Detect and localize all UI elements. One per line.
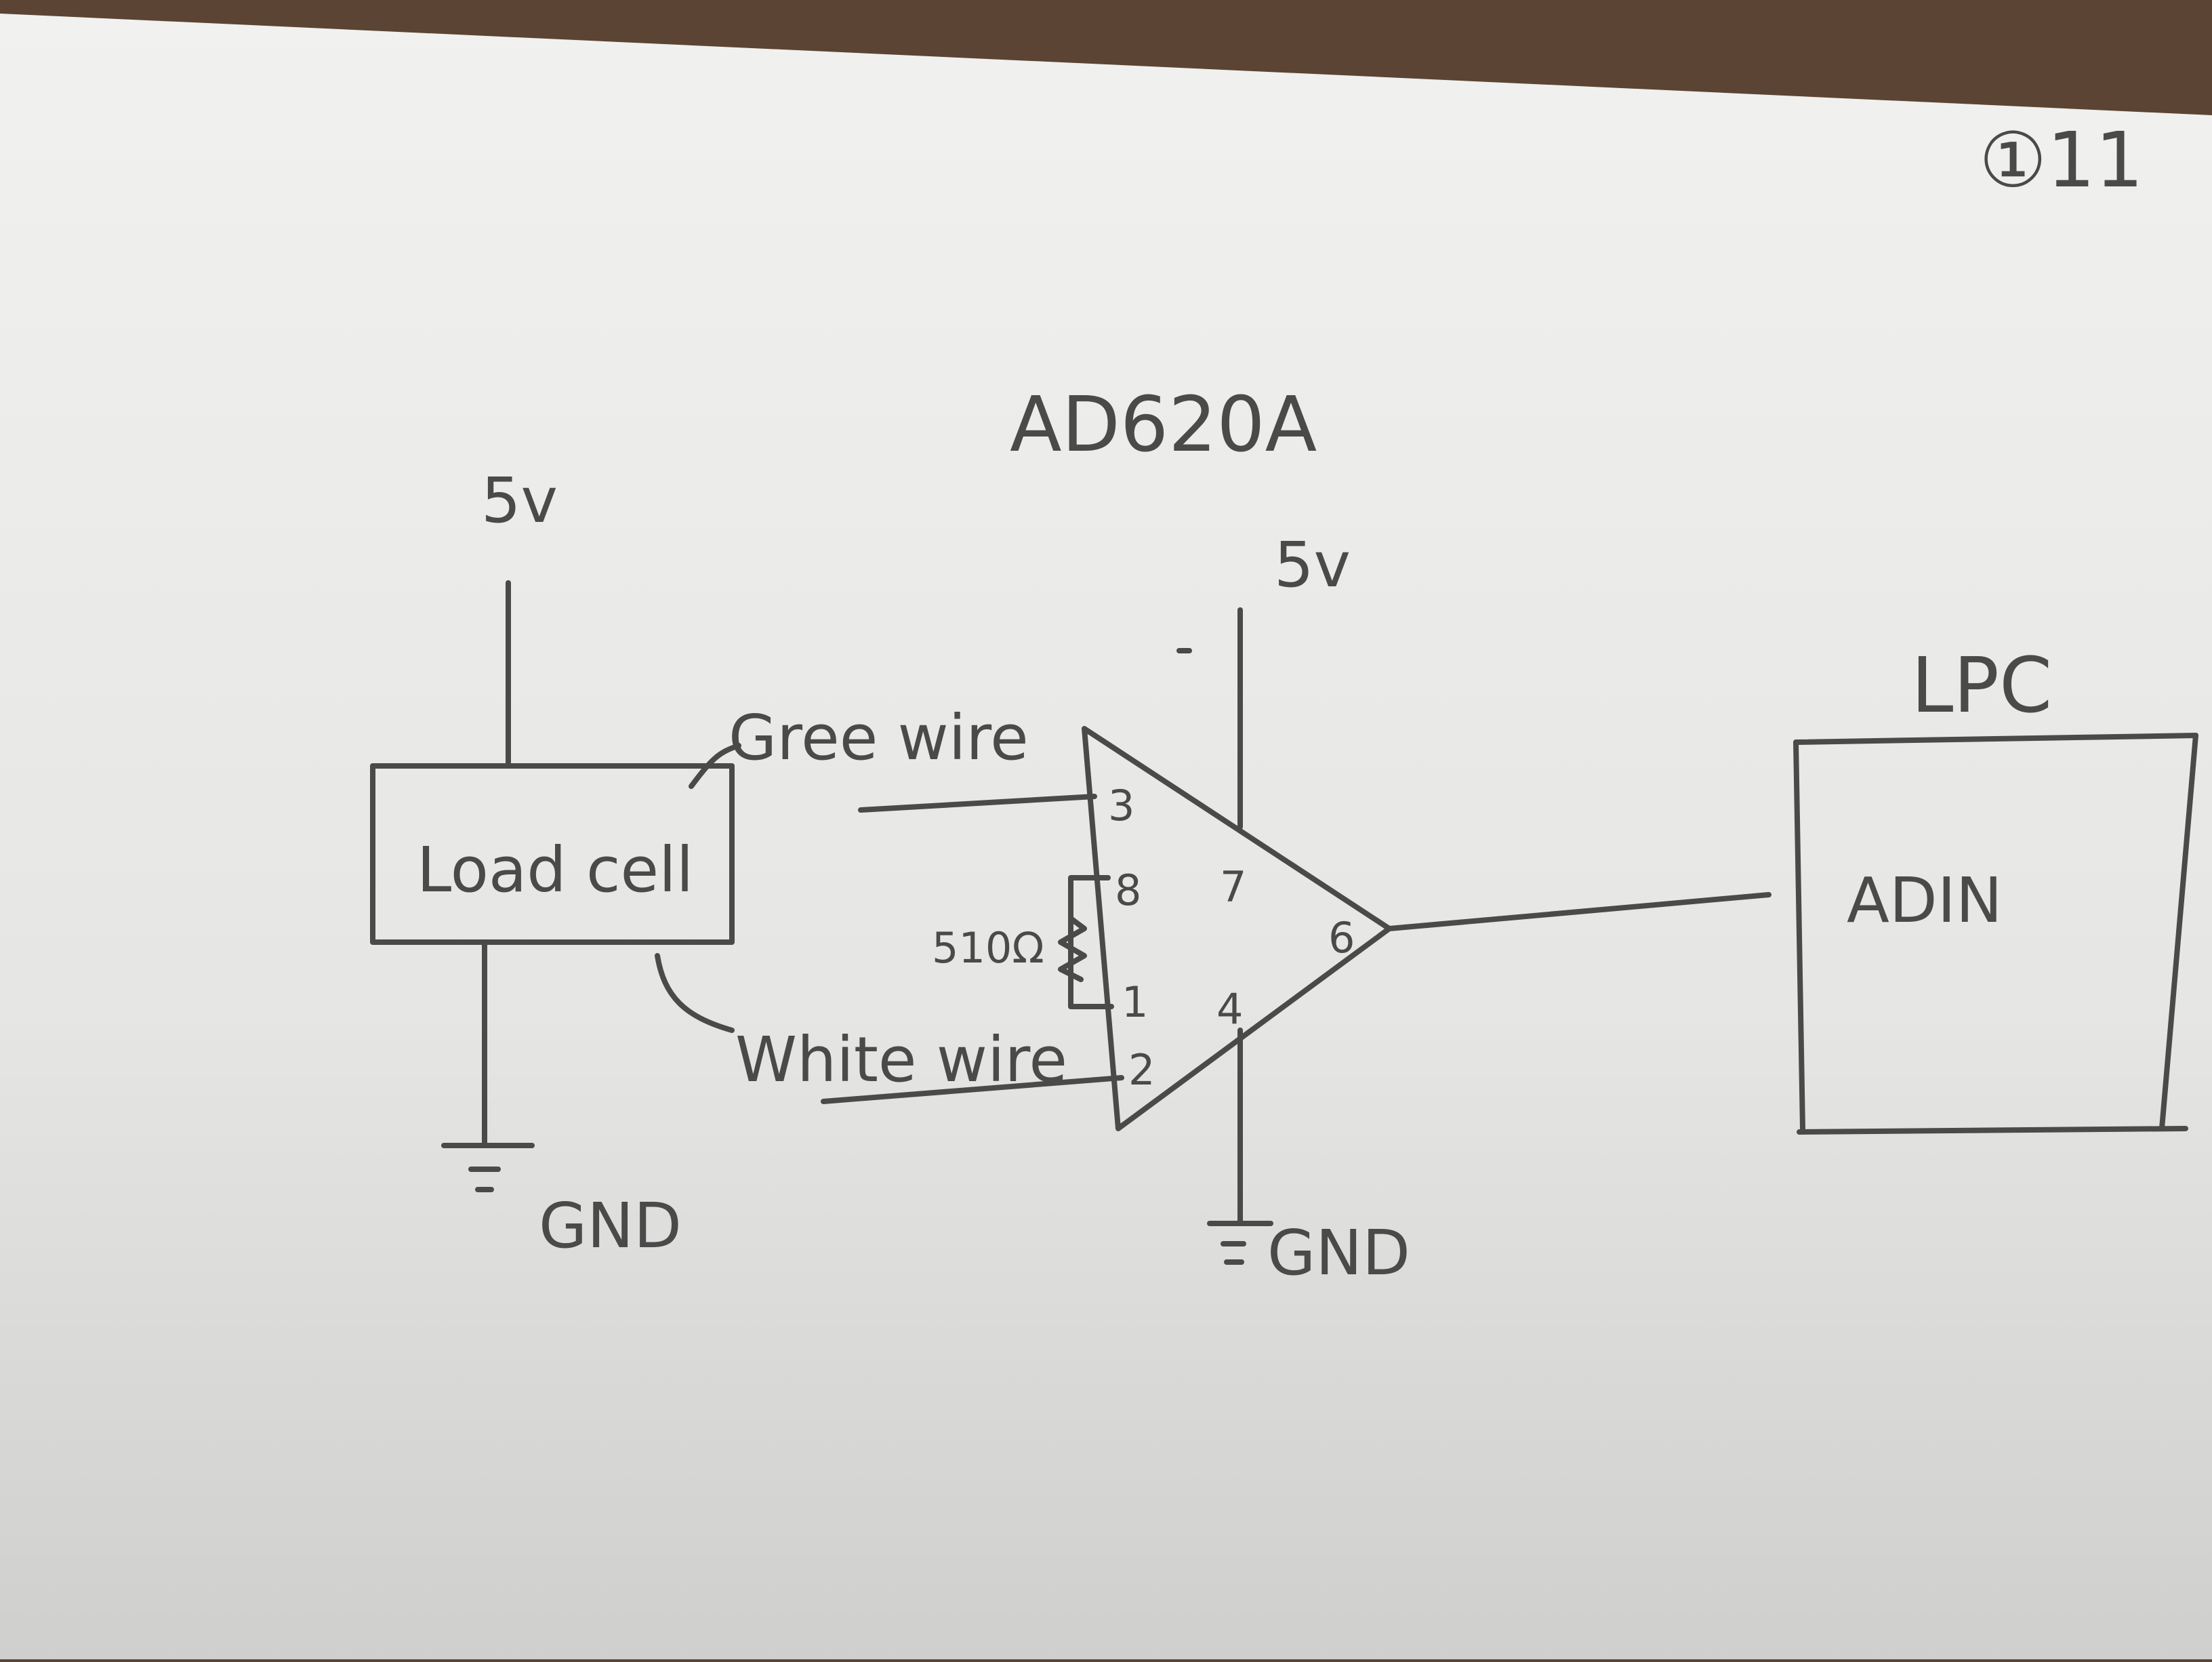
lpc-title: LPC	[1911, 642, 2052, 730]
white-wire-input	[821, 1075, 1124, 1104]
green-wire-lead	[689, 743, 741, 789]
pin-8-label: 8	[1115, 866, 1141, 915]
green-wire-label: Gree wire	[729, 702, 1029, 774]
amplifier-triangle	[1082, 726, 1392, 1131]
pin-6-label: 6	[1328, 913, 1355, 962]
pin-1-label: 1	[1122, 977, 1148, 1027]
amp-title: AD620A	[1010, 381, 1317, 469]
load-cell-box	[370, 763, 735, 945]
gain-resistor-wire	[1068, 875, 1114, 1009]
pin-4-label: 4	[1216, 984, 1243, 1034]
gain-resistor-label: 510Ω	[932, 923, 1044, 973]
white-wire-lead	[655, 953, 735, 1033]
green-wire-input	[858, 794, 1097, 813]
pin-3-label: 3	[1108, 781, 1134, 830]
pin-2-label: 2	[1128, 1045, 1155, 1095]
load-cell-supply-label: 5v	[481, 464, 558, 537]
amp-ground-symbol	[1207, 1221, 1273, 1265]
lpc-box-top	[1793, 733, 2198, 745]
amp-supply-label: 5v	[1274, 529, 1351, 601]
pin-7-label: 7	[1220, 862, 1246, 912]
paper-sheet	[0, 14, 2212, 1659]
adin-label: ADIN	[1847, 864, 2003, 937]
amp-output-wire	[1387, 892, 1771, 931]
amp-ground-label: GND	[1267, 1217, 1410, 1289]
load-cell-ground-symbol	[441, 1143, 535, 1192]
lpc-box-bottom	[1797, 1126, 2188, 1135]
gain-resistor-zigzag	[1058, 916, 1087, 982]
load-cell-ground-label: GND	[539, 1190, 682, 1262]
page-mark: ①11	[1979, 117, 2144, 205]
lpc-box-left	[1793, 739, 1805, 1131]
load-cell-label: Load cell	[417, 834, 693, 906]
white-wire-label: White wire	[735, 1023, 1067, 1096]
lpc-box-right	[2159, 733, 2198, 1131]
